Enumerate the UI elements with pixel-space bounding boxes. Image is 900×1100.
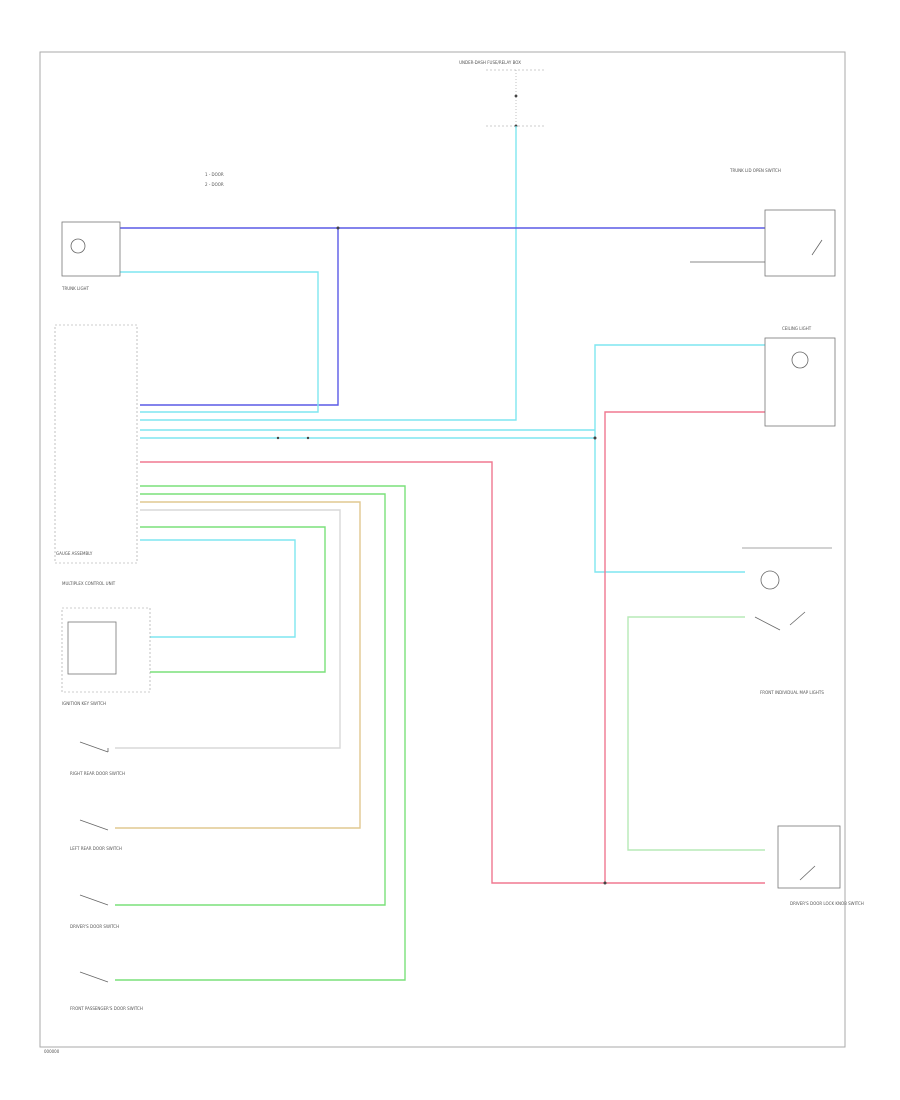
rear-right-door-label: RIGHT REAR DOOR SWITCH — [70, 771, 125, 776]
map-lights-label: FRONT INDIVIDUAL MAP LIGHTS — [760, 690, 824, 695]
multiplex-label: MULTIPLEX CONTROL UNIT — [62, 581, 116, 586]
wire-fuse-feed — [140, 126, 517, 421]
junctions — [276, 226, 607, 885]
map-lights: FRONT INDIVIDUAL MAP LIGHTS — [742, 547, 832, 695]
wire-pink-ceiling — [604, 411, 765, 883]
multiplex-unit: MULTIPLEX CONTROL UNIT — [61, 581, 151, 693]
driver-door-label: DRIVER'S DOOR SWITCH — [70, 924, 119, 929]
wire-green-2 — [115, 493, 386, 906]
ceiling-light: CEILING LIGHT — [764, 326, 836, 427]
rear-left-door-label: LEFT REAR DOOR SWITCH — [70, 846, 122, 851]
legend: 1 - DOOR 2 - DOOR — [205, 172, 224, 187]
wire-lb-spot — [594, 438, 745, 573]
wire-green-3 — [140, 526, 326, 673]
wires — [115, 126, 832, 981]
wire-tan — [115, 501, 361, 829]
wire-green-1 — [115, 485, 406, 981]
wire-green-right — [627, 616, 765, 851]
wire-blue-drop — [140, 228, 339, 406]
wire-lb-key — [140, 539, 296, 638]
trunk-light-label: TRUNK LIGHT — [61, 286, 90, 291]
door-switches: RIGHT REAR DOOR SWITCH LEFT REAR DOOR SW… — [70, 741, 143, 1011]
fuse-box-label: UNDER-DASH FUSE/RELAY BOX — [459, 60, 521, 65]
door-lock-label: DRIVER'S DOOR LOCK KNOB SWITCH — [790, 901, 864, 906]
diagram-frame — [39, 51, 846, 1048]
footer-code: 000000 — [44, 1049, 60, 1054]
legend-item-2: 2 - DOOR — [205, 182, 224, 187]
front-passenger-door-label: FRONT PASSENGER'S DOOR SWITCH — [70, 1006, 143, 1011]
trunk-switch: TRUNK LID OPEN SWITCH — [729, 168, 836, 277]
wire-trunk-lb — [120, 271, 319, 413]
fuse-box: UNDER-DASH FUSE/RELAY BOX — [459, 60, 546, 128]
wire-gray — [115, 509, 341, 749]
gauge-assembly-label: GAUGE ASSEMBLY — [56, 551, 93, 556]
key-switch: IGNITION KEY SWITCH — [62, 701, 106, 706]
gauge-assembly: GAUGE ASSEMBLY — [54, 324, 138, 564]
ceiling-light-label: CEILING LIGHT — [782, 326, 812, 331]
legend-item-1: 1 - DOOR — [205, 172, 224, 177]
key-switch-label: IGNITION KEY SWITCH — [62, 701, 106, 706]
trunk-light: TRUNK LIGHT — [61, 221, 121, 291]
wire-pink-main — [140, 461, 765, 884]
trunk-switch-label: TRUNK LID OPEN SWITCH — [729, 168, 781, 173]
wire-lb-ceiling — [594, 344, 765, 438]
door-lock-switch: DRIVER'S DOOR LOCK KNOB SWITCH — [777, 825, 864, 906]
